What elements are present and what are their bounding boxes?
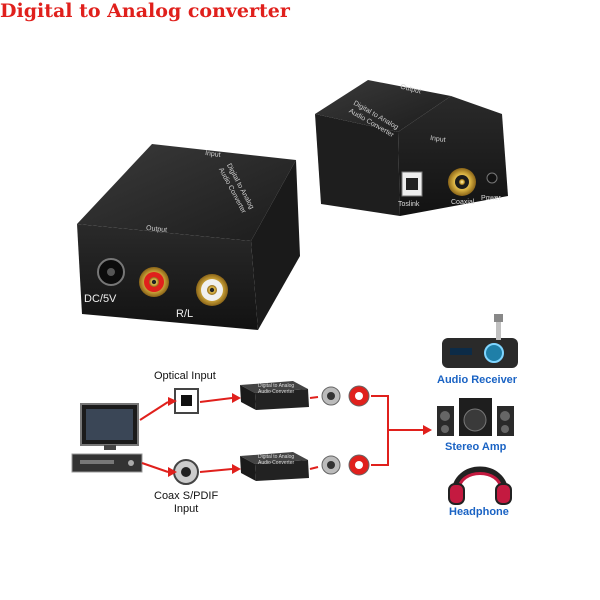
mini-box-top-text: Digital to Analog Audio Converter xyxy=(258,383,294,395)
coax-input-label-line1: Coax S/PDIF xyxy=(154,490,219,502)
rca-pair-bottom xyxy=(321,454,370,476)
port-coaxial-label: Coaxial xyxy=(451,199,475,206)
audio-receiver-icon xyxy=(442,314,518,368)
tv-icon xyxy=(80,403,139,450)
coax-input-label: Coax S/PDIF Input xyxy=(154,490,218,516)
port-rl-label: R/L xyxy=(176,308,194,320)
mini-box-top-text-line1: Digital to Analog xyxy=(258,383,295,389)
power-port xyxy=(486,172,498,184)
output-label-headphone: Headphone xyxy=(449,506,509,518)
dvd-player-icon xyxy=(71,453,143,473)
converter-box-left xyxy=(77,144,300,330)
port-power-label: Power xyxy=(481,195,501,202)
port-toslink-label: Toslink xyxy=(398,201,420,208)
optical-port-icon xyxy=(174,388,199,414)
optical-input-label: Optical Input xyxy=(154,370,216,382)
headphone-icon xyxy=(448,466,512,505)
page-title: Digital to Analog converter xyxy=(0,0,290,22)
signal-arrows xyxy=(139,393,432,477)
port-dc-label: DC/5V xyxy=(84,293,117,305)
mini-box-bottom-text-line1: Digital to Analog xyxy=(258,454,295,460)
mini-box-bottom-text-line2: Audio Converter xyxy=(258,460,295,466)
output-label-audio-receiver: Audio Receiver xyxy=(437,374,518,386)
coax-port-icon xyxy=(173,459,199,485)
mini-box-top-text-line2: Audio Converter xyxy=(258,389,295,395)
converter-box-right xyxy=(315,80,508,216)
rca-pair-top xyxy=(321,385,370,407)
coax-input-label-line2: Input xyxy=(173,503,199,515)
mini-converter-top xyxy=(240,381,309,410)
mini-box-bottom-text: Digital to Analog Audio Converter xyxy=(258,454,294,466)
mini-converter-bottom xyxy=(240,452,309,481)
stereo-amp-icon xyxy=(437,398,514,436)
output-label-stereo-amp: Stereo Amp xyxy=(445,441,507,453)
